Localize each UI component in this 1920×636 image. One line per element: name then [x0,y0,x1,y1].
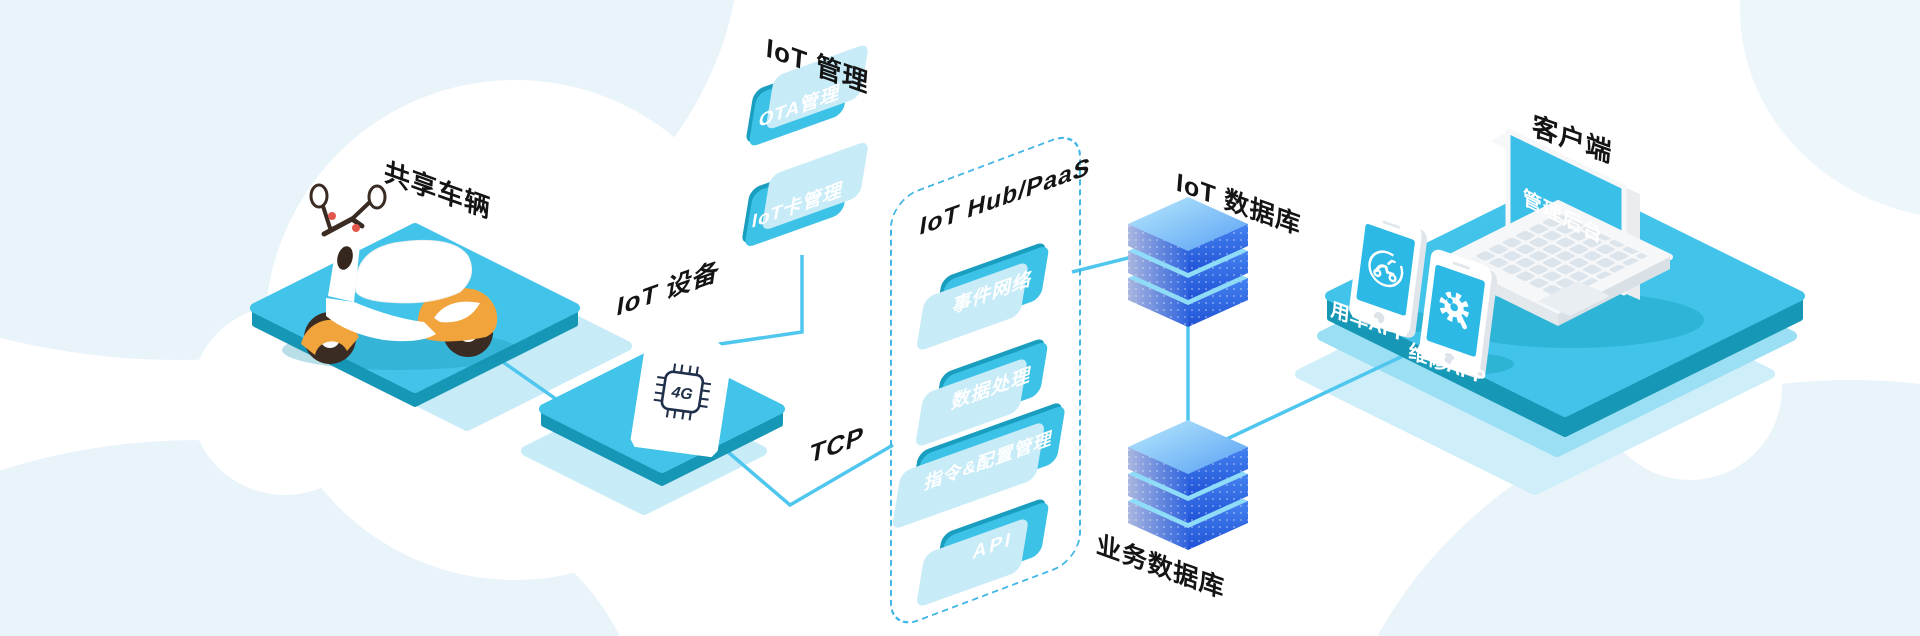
iot-database [1128,197,1248,327]
repair-app-screen [1426,264,1486,358]
scooter-illustration [282,183,518,370]
chip-label: 4G [669,384,693,404]
connector-business-db-client [1213,346,1421,447]
ride-app-phone [1348,206,1423,338]
mirror-left [309,183,329,209]
headlight [337,246,353,270]
phone-speaker [1452,261,1471,271]
laptop-trackpad [1538,281,1610,316]
business-database [1128,420,1248,550]
sim-card: 4G [629,326,735,458]
connector-device-hub-tcp [726,443,894,508]
laptop [1440,128,1704,348]
mirror-right [367,184,387,210]
tile-api-label: API [971,527,1015,564]
repair-app-phone [1418,247,1493,379]
chip-4g-icon: 4G [645,356,719,429]
scooter-app-icon [1368,250,1404,288]
phone-speaker [1382,220,1401,230]
gear-wrench-icon [1439,291,1469,330]
ride-app-screen [1356,223,1416,317]
